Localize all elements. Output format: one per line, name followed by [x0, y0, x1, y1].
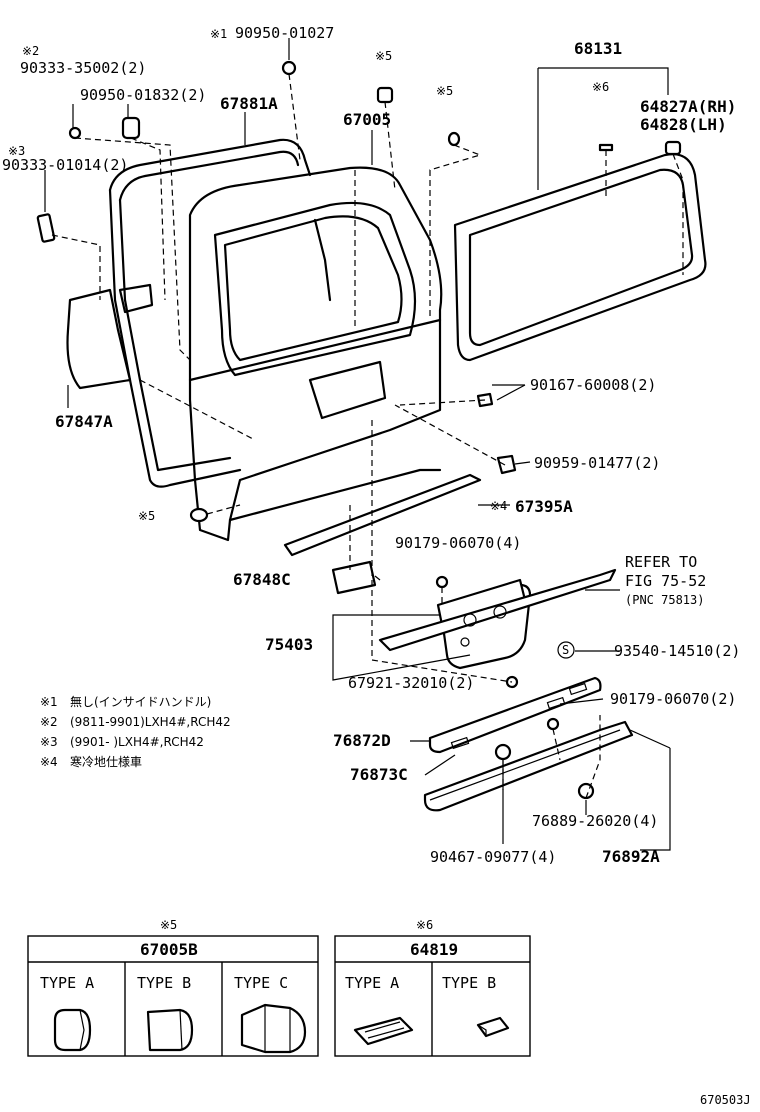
handle-assembly [378, 568, 617, 670]
label-90179-06070-b: 90179-06070(2) [610, 690, 736, 708]
stopper-64827a [664, 140, 682, 156]
table-left-type-b: TYPE B [137, 974, 191, 992]
note-3-mark: ※3 [40, 735, 58, 749]
seal-plate [331, 560, 377, 595]
table-right-type-a: TYPE A [345, 974, 399, 992]
clip-67005b [376, 86, 394, 104]
figure-code: 670503J [700, 1093, 751, 1107]
nut-90179-06070 [435, 575, 449, 589]
back-door-garnish [423, 676, 634, 812]
guide-lines [51, 73, 684, 799]
table-left-part: 67005B [140, 940, 198, 959]
label-90467-09077: 90467-09077(4) [430, 848, 556, 866]
type-table-67005b: ※5 67005B TYPE A TYPE B TYPE C [27, 918, 319, 1057]
table-right-part: 64819 [410, 940, 458, 959]
leader-lines [44, 38, 671, 851]
stopper-64819 [598, 143, 614, 152]
nut-90179-06070-b [546, 717, 560, 731]
table-left-type-c: TYPE C [234, 974, 288, 992]
label-67881a: 67881A [220, 94, 278, 113]
label-76872d: 76872D [333, 731, 391, 750]
clip-67005b-c [189, 507, 209, 523]
clip-90333-01014 [36, 213, 56, 243]
label-67395a: 67395A [515, 497, 573, 516]
note-3-text: (9901- )LXH4#,RCH42 [70, 735, 204, 749]
label-pnc-75813: (PNC 75813) [625, 593, 704, 607]
door-moulding [283, 473, 482, 557]
label-90167-60008: 90167-60008(2) [530, 376, 656, 394]
label-68131: 68131 [574, 39, 622, 58]
table-right-type-b: TYPE B [442, 974, 496, 992]
mark-3: ※3 [8, 144, 25, 158]
mark-5-b: ※5 [436, 84, 453, 98]
label-67005: 67005 [343, 110, 391, 129]
label-64828: 64828(LH) [640, 115, 727, 134]
label-90950-01832: 90950-01832(2) [80, 86, 206, 104]
back-door-panel [188, 166, 443, 542]
label-64827a: 64827A(RH) [640, 97, 736, 116]
note-2-mark: ※2 [40, 715, 58, 729]
label-fig-75-52: FIG 75-52 [625, 572, 706, 590]
label-refer-to: REFER TO [625, 553, 697, 571]
label-75403: 75403 [265, 635, 313, 654]
table-left-mark: ※5 [160, 918, 177, 932]
label-67921-32010: 67921-32010(2) [348, 674, 474, 692]
label-90333-35002: 90333-35002(2) [20, 59, 146, 77]
mark-2: ※2 [22, 44, 39, 58]
rear-window-glass [453, 153, 707, 362]
table-right-mark: ※6 [416, 918, 433, 932]
mark-4: ※4 [490, 499, 507, 513]
note-1-text: 無し(インサイドハンドル) [70, 694, 211, 709]
label-90179-06070-a: 90179-06070(4) [395, 534, 521, 552]
clip-90950-01027 [281, 60, 297, 76]
footnotes: ※1 無し(インサイドハンドル) ※2 (9811-9901)LXH4#,RCH… [40, 694, 231, 769]
grommet-90959-01477 [496, 454, 517, 475]
mark-5-a: ※5 [375, 49, 392, 63]
label-90959-01477: 90959-01477(2) [534, 454, 660, 472]
callout-labels: ※1 90950-01027 ※2 90333-35002(2) 90950-0… [2, 24, 740, 866]
label-76892a: 76892A [602, 847, 660, 866]
clip-90333-35002 [68, 126, 82, 140]
label-67848c: 67848C [233, 570, 291, 589]
label-90950-01027: 90950-01027 [235, 24, 334, 42]
nut-90467-09077 [494, 743, 512, 761]
mark-6: ※6 [592, 80, 609, 94]
label-76889-26020: 76889-26020(4) [532, 812, 658, 830]
s-mark-circle [557, 641, 575, 659]
grommet-90950-01832 [121, 116, 141, 140]
note-4-text: 寒冷地仕様車 [70, 754, 142, 769]
type-table-64819: ※6 64819 TYPE A TYPE B [334, 918, 531, 1057]
table-left-type-a: TYPE A [40, 974, 94, 992]
label-67847a: 67847A [55, 412, 113, 431]
s-mark: S [562, 643, 569, 657]
label-90333-01014: 90333-01014(2) [2, 156, 128, 174]
mark-5-c: ※5 [138, 509, 155, 523]
clip-67005b-b [447, 131, 461, 147]
note-4-mark: ※4 [40, 755, 58, 769]
note-1-mark: ※1 [40, 695, 58, 709]
label-76873c: 76873C [350, 765, 408, 784]
door-trim [66, 283, 256, 441]
note-2-text: (9811-9901)LXH4#,RCH42 [70, 715, 231, 729]
mark-1: ※1 [210, 27, 227, 41]
label-93540-14510: 93540-14510(2) [614, 642, 740, 660]
